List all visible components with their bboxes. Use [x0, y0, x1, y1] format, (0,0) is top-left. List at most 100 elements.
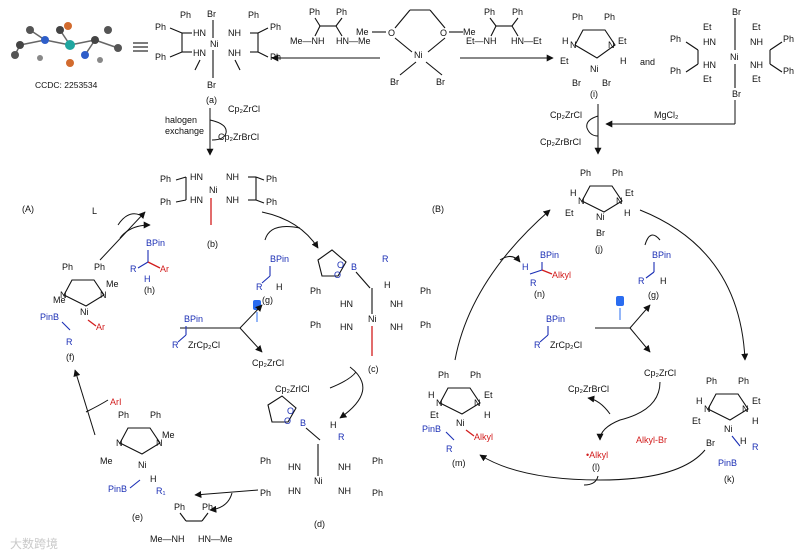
ni-label: Ni — [456, 418, 465, 428]
arrow-f-to-b — [99, 211, 146, 261]
alkyl-label: Alkyl — [474, 432, 493, 442]
product-h: BPin R Ar H (h) — [130, 238, 169, 295]
arrow-m-to-j — [454, 209, 551, 361]
svg-text:NH: NH — [226, 172, 239, 182]
hn-me-label: HN—Me — [336, 36, 371, 46]
o-label: O — [440, 28, 447, 38]
svg-text:H: H — [570, 188, 577, 198]
svg-text:N: N — [156, 438, 163, 448]
arrow-light-to-zr-b — [629, 327, 651, 353]
pinb-label: PinB — [422, 424, 441, 434]
cmp-l-label: (l) — [592, 462, 600, 472]
et-label: Et — [752, 22, 761, 32]
svg-text:H: H — [752, 416, 759, 426]
r-label: R — [338, 432, 345, 442]
svg-text:NH: NH — [338, 486, 351, 496]
o-label: O — [388, 28, 395, 38]
ph-label: Ph — [310, 320, 321, 330]
r-label: R — [66, 337, 73, 347]
boronate-g: BPin R H (g) — [256, 254, 289, 305]
ph-label: Ph — [155, 22, 166, 32]
svg-text:HN: HN — [190, 195, 203, 205]
complex-j: Ph Ph HN NEt Et H Ni Br (j) — [565, 168, 634, 254]
svg-text:N: N — [436, 398, 443, 408]
svg-text:HN: HN — [340, 299, 353, 309]
ph-label: Ph — [270, 22, 281, 32]
et-label: Et — [430, 410, 439, 420]
curved-arrow-radical — [583, 475, 599, 486]
b-atom-label: B — [300, 418, 306, 428]
r1-label: R₁ — [156, 486, 166, 496]
cmp-a-label: (a) — [206, 95, 217, 105]
arrow-release-n — [499, 254, 521, 263]
et-label: Et — [618, 36, 627, 46]
cp2zrcl-label: Cp₂ZrCl — [550, 110, 582, 120]
cmp-f-label: (f) — [66, 352, 75, 362]
svg-text:NH: NH — [750, 60, 763, 70]
equivalence-sign — [133, 42, 148, 52]
svg-text:O: O — [337, 260, 344, 270]
svg-text:NH: NH — [750, 37, 763, 47]
svg-text:HN: HN — [193, 48, 206, 58]
svg-text:HN: HN — [288, 486, 301, 496]
ar-label: Ar — [96, 322, 105, 332]
ph-label: Ph — [580, 168, 591, 178]
ph-label: Ph — [612, 168, 623, 178]
ph-label: Ph — [62, 262, 73, 272]
arrow-j-to-k — [639, 209, 749, 361]
ph-label: Ph — [202, 502, 213, 512]
cmp-g2-label: (g) — [648, 290, 659, 300]
cmp-h-label: (h) — [144, 285, 155, 295]
svg-text:HN: HN — [190, 172, 203, 182]
hn-et-label: HN—Et — [511, 36, 542, 46]
et-label: Et — [752, 396, 761, 406]
r-label: R — [752, 442, 759, 452]
curved-arrow-zr — [209, 119, 227, 141]
arrow-release-h — [119, 221, 151, 239]
br-label: Br — [732, 89, 741, 99]
ni-label: Ni — [80, 307, 89, 317]
svg-text:H: H — [428, 390, 435, 400]
alkyl-radical-label: •Alkyl — [586, 450, 608, 460]
me-label: Me — [53, 295, 66, 305]
cmp-k-label: (k) — [724, 474, 735, 484]
ph-label: Ph — [512, 7, 523, 17]
br-label: Br — [596, 228, 605, 238]
light-bulb-icon — [616, 296, 624, 320]
ph-label: Ph — [260, 456, 271, 466]
r-label: R — [638, 276, 645, 286]
me-nh-label: Me—NH — [290, 36, 325, 46]
svg-text:N: N — [116, 438, 123, 448]
watermark: 大数跨境 — [10, 536, 58, 551]
nibr2-dme: O O Me Me Ni Br Br — [356, 9, 476, 87]
ph-label: Ph — [266, 174, 277, 184]
ph-label: Ph — [260, 488, 271, 498]
product-n: BPin H Alkyl R (n) — [522, 250, 571, 299]
h-atom-label: H — [522, 262, 529, 272]
section-B-label: (B) — [432, 204, 444, 214]
cmp-g-label: (g) — [262, 295, 273, 305]
me-nh-label: Me—NH — [150, 534, 185, 544]
ph-label: Ph — [738, 376, 749, 386]
svg-text:NH: NH — [226, 195, 239, 205]
alkyl-label: Alkyl — [552, 270, 571, 280]
ph-label: Ph — [160, 174, 171, 184]
ph-label: Ph — [309, 7, 320, 17]
ph-label: Ph — [372, 488, 383, 498]
ph-label: Ph — [155, 52, 166, 62]
h-atom-label: H — [144, 274, 151, 284]
arrow-light-to-g-b — [629, 304, 651, 329]
mgcl2-label: MgCl₂ — [654, 110, 679, 120]
cmp-m-label: (m) — [452, 458, 466, 468]
L-label: L — [92, 206, 97, 216]
ph-label: Ph — [670, 66, 681, 76]
ni-label: Ni — [138, 460, 147, 470]
r-label: R — [172, 340, 179, 350]
me-label: Me — [356, 27, 369, 37]
ni-label: Ni — [368, 314, 377, 324]
br-label: Br — [706, 438, 715, 448]
r-label: R — [530, 278, 537, 288]
ni-label: Ni — [209, 185, 218, 195]
